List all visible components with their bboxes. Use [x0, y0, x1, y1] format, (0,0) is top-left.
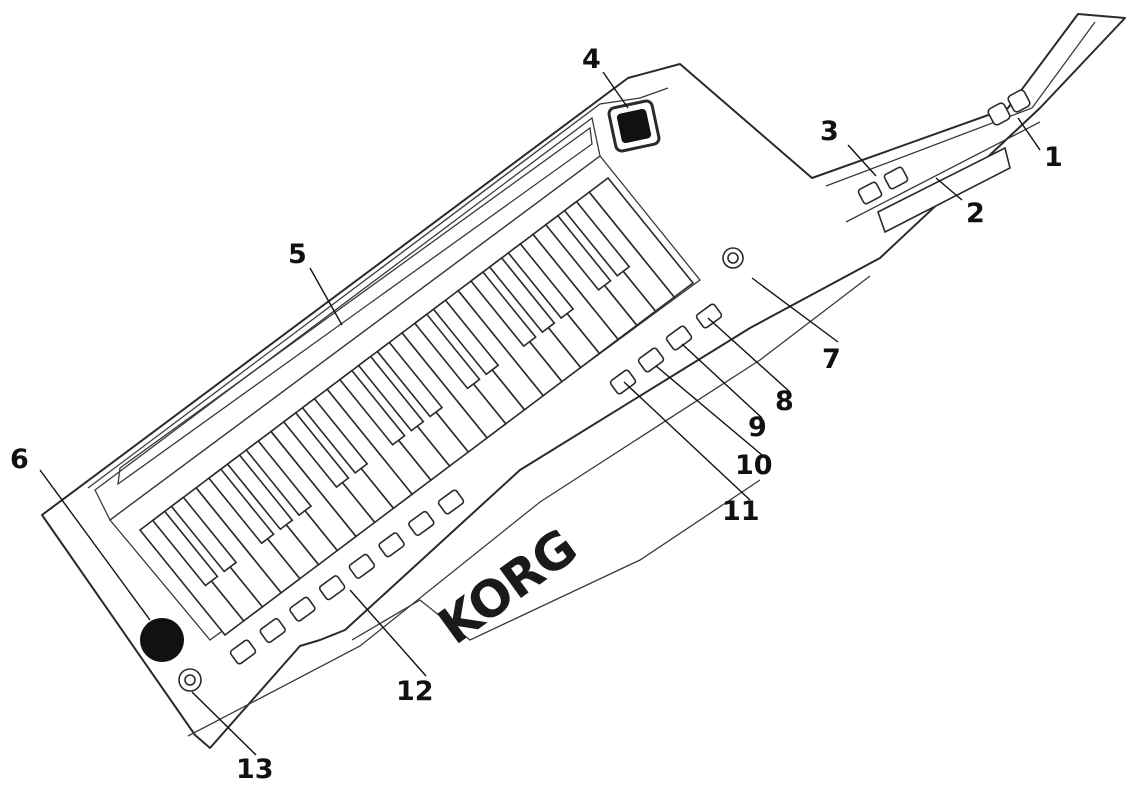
- function-button-9[interactable]: [665, 325, 693, 351]
- callout-2: 2: [966, 198, 985, 229]
- black-key[interactable]: [338, 369, 406, 446]
- black-key[interactable]: [245, 439, 313, 517]
- black-key[interactable]: [357, 355, 425, 432]
- black-key[interactable]: [207, 468, 275, 545]
- black-key[interactable]: [563, 200, 631, 277]
- neck-button-left[interactable]: [857, 181, 883, 205]
- black-key[interactable]: [226, 453, 294, 531]
- callout-5: 5: [288, 239, 307, 270]
- callout-11: 11: [722, 496, 760, 527]
- neck-buttons: [857, 166, 909, 205]
- neck-top-button-right[interactable]: [1007, 89, 1031, 113]
- pad-button[interactable]: [289, 596, 316, 622]
- callout-leaders: [39, 71, 1041, 756]
- display-button[interactable]: [607, 99, 661, 153]
- black-keys: [151, 200, 631, 587]
- neck-touch-strip[interactable]: [877, 146, 1011, 234]
- black-key[interactable]: [282, 411, 350, 489]
- black-key[interactable]: [469, 270, 537, 348]
- keyboard-section: [94, 116, 701, 641]
- pad-button[interactable]: [408, 510, 435, 536]
- black-key[interactable]: [432, 299, 500, 376]
- volume-knob[interactable]: [140, 618, 184, 662]
- neck-top-button-left[interactable]: [987, 102, 1011, 126]
- pad-button[interactable]: [437, 489, 465, 515]
- black-key[interactable]: [507, 242, 575, 320]
- callout-12: 12: [396, 676, 434, 707]
- callout-4: 4: [582, 44, 601, 75]
- neck-top-buttons: [987, 89, 1031, 126]
- output-jack[interactable]: [178, 668, 202, 692]
- pad-button[interactable]: [229, 639, 257, 665]
- pad-buttons: [229, 489, 465, 665]
- white-keys: [138, 176, 695, 637]
- ribbon-controller: [117, 126, 593, 486]
- pad-button[interactable]: [318, 575, 346, 601]
- callout-6: 6: [10, 444, 29, 475]
- callout-13: 13: [236, 754, 274, 785]
- black-key[interactable]: [170, 496, 238, 573]
- black-key[interactable]: [151, 510, 219, 587]
- callout-9: 9: [748, 412, 767, 443]
- callout-7: 7: [822, 344, 841, 375]
- black-key[interactable]: [413, 313, 481, 390]
- pad-button[interactable]: [348, 553, 376, 579]
- callout-1: 1: [1044, 142, 1063, 173]
- black-key[interactable]: [488, 256, 556, 334]
- callout-numbers: 1 2 3 4 5 6 7 8 9 10 11 12 13: [10, 44, 1063, 785]
- neck-button-right[interactable]: [883, 166, 909, 190]
- callout-3: 3: [820, 116, 839, 147]
- white-key[interactable]: [588, 176, 695, 299]
- pad-button[interactable]: [259, 618, 286, 644]
- function-button-11[interactable]: [609, 369, 637, 395]
- callout-10: 10: [735, 450, 773, 481]
- black-key[interactable]: [301, 397, 369, 474]
- callout-8: 8: [775, 386, 794, 417]
- korg-logo: KORG: [428, 518, 587, 656]
- black-key[interactable]: [376, 341, 444, 418]
- pad-button[interactable]: [378, 532, 405, 558]
- black-key[interactable]: [544, 214, 612, 291]
- headphone-jack[interactable]: [722, 247, 744, 269]
